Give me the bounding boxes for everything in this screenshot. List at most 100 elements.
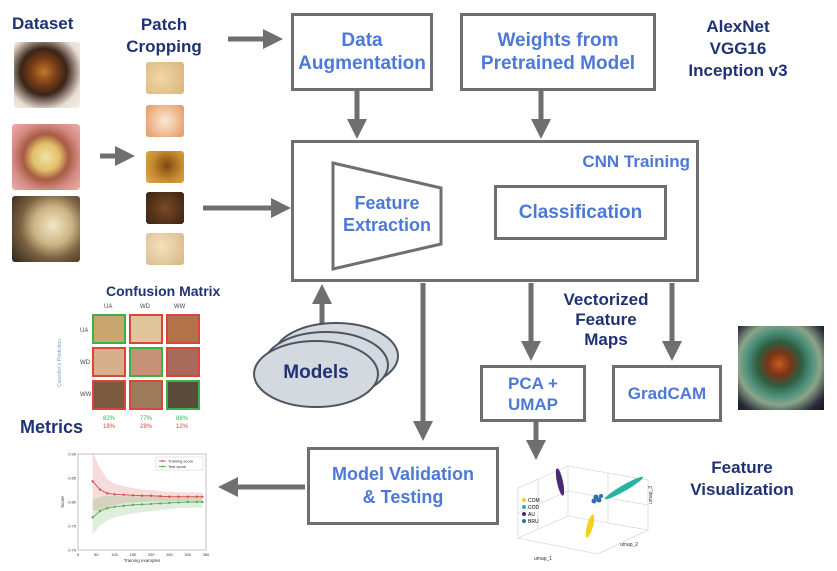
cm-wrong-2: 28% — [140, 424, 153, 430]
cm-cell — [92, 314, 126, 344]
lc-train-point — [159, 495, 162, 498]
umap-xlabel: umap_1 — [534, 556, 552, 562]
lc-test-point — [195, 500, 199, 504]
lc-legend-label: Training score — [168, 459, 194, 464]
umap-legend-label: AU — [528, 512, 535, 518]
dataset-image-3 — [12, 196, 80, 262]
models-label: Models — [283, 362, 349, 383]
umap-3d-scatter: COM COD AU BRU umap_1 umap_2 umap_3 — [517, 465, 654, 562]
lc-train-point — [177, 495, 180, 498]
feature-extraction-label: Feature Extraction — [342, 193, 432, 235]
confusion-matrix-title: Confusion Matrix — [106, 283, 221, 299]
lc-test-point — [168, 501, 171, 505]
lc-y-tick: 0.80 — [68, 500, 77, 505]
umap-legend-label: BRU — [528, 519, 539, 525]
patch-cropping-label: Patch Cropping — [126, 15, 202, 56]
lc-ylabel: Score — [60, 496, 65, 508]
umap-zlabel: umap_3 — [648, 486, 654, 504]
models-stack — [253, 322, 399, 408]
dataset-image-1 — [14, 42, 80, 108]
umap-cluster-au — [555, 468, 565, 496]
cm-cell — [166, 314, 200, 344]
lc-band — [92, 495, 203, 535]
cm-cell — [129, 380, 163, 410]
lc-train-point — [122, 493, 125, 496]
cnn-training-label: CNN Training — [582, 152, 690, 171]
cm-correct-1: 82% — [103, 416, 116, 422]
umap-legend-marker — [522, 519, 526, 523]
lc-y-tick: 0.70 — [68, 548, 77, 553]
pca-umap-label: PCA + UMAP — [507, 373, 559, 414]
lc-y-tick: 0.75 — [68, 524, 77, 529]
classification-label: Classification — [518, 202, 643, 223]
lc-test-point — [201, 500, 204, 504]
lc-legend-marker — [161, 465, 164, 468]
dataset-image-2 — [12, 124, 80, 190]
umap-legend-marker — [522, 505, 526, 509]
lc-x-tick: 250 — [166, 552, 173, 557]
gradcam-label: GradCAM — [627, 383, 707, 403]
model-validation-label: Model Validation & Testing — [331, 464, 474, 507]
feature-extraction-trapezoid — [331, 161, 443, 271]
cm-col-2: WD — [140, 304, 150, 310]
cm-cell — [92, 347, 126, 377]
cm-cell — [129, 347, 163, 377]
lc-legend-label: Test score — [168, 464, 187, 469]
lc-test-point — [140, 503, 144, 506]
cm-wrong-1: 18% — [103, 424, 116, 430]
feature-visualization-label: Feature Visualization — [690, 458, 794, 499]
pretrained-weights-box: Weights from Pretrained Model — [460, 13, 656, 91]
pretrained-weights-label: Weights from Pretrained Model — [480, 30, 636, 74]
umap-legend: COM COD AU BRU — [522, 498, 540, 525]
cm-wrong-3: 12% — [176, 424, 189, 430]
lc-x-tick: 50 — [94, 552, 99, 557]
lc-train-point — [113, 493, 116, 496]
patch-5 — [146, 233, 184, 265]
lc-train-point — [106, 492, 109, 495]
lc-test-point — [122, 504, 125, 508]
lc-legend-marker — [161, 460, 164, 462]
lc-x-tick: 350 — [203, 552, 210, 557]
cm-cell — [92, 380, 126, 410]
lc-x-tick: 0 — [77, 552, 80, 557]
lc-train-point — [149, 494, 153, 497]
cm-correct-2: 77% — [140, 416, 153, 422]
patch-1 — [146, 62, 184, 94]
cm-col-1: UA — [104, 304, 113, 310]
lc-train-point — [98, 488, 102, 491]
patch-3 — [146, 151, 184, 183]
lc-train-point — [201, 495, 204, 498]
vectorized-feature-maps-label: Vectorized Feature Maps — [563, 290, 649, 349]
lc-x-tick: 100 — [111, 552, 118, 557]
lc-train-point — [140, 494, 144, 497]
cm-row-1: UA — [80, 328, 89, 334]
data-augmentation-box: Data Augmentation — [291, 13, 433, 91]
cm-cell — [166, 347, 200, 377]
gradcam-heatmap-image — [738, 326, 824, 410]
lc-x-tick: 300 — [184, 552, 191, 557]
pretrained-models-list: AlexNet VGG16 Inception v3 — [688, 17, 788, 80]
data-augmentation-label: Data Augmentation — [298, 30, 426, 74]
lc-y-tick: 0.85 — [68, 476, 77, 481]
patch-4 — [146, 192, 184, 224]
lc-train-point — [186, 495, 189, 498]
cm-correct-3: 88% — [176, 416, 189, 422]
umap-ylabel: umap_2 — [620, 542, 638, 548]
cm-row-2: WD — [80, 360, 90, 366]
lc-test-point — [149, 502, 153, 506]
cm-cell — [129, 314, 163, 344]
lc-test-point — [113, 505, 116, 508]
umap-legend-marker — [522, 498, 526, 502]
metrics-label: Metrics — [20, 417, 84, 437]
cm-col-3: WW — [174, 304, 186, 310]
lc-test-line — [92, 501, 203, 518]
patch-2 — [146, 105, 184, 137]
umap-cluster-cod — [604, 476, 644, 500]
lc-test-point — [186, 500, 189, 504]
lc-test-point — [98, 509, 102, 513]
cm-row-3: WW — [80, 392, 92, 398]
umap-cluster-com — [585, 514, 595, 538]
cm-row-axis-label: Classifier's Prediction — [56, 339, 63, 387]
lc-train-point — [168, 495, 171, 498]
